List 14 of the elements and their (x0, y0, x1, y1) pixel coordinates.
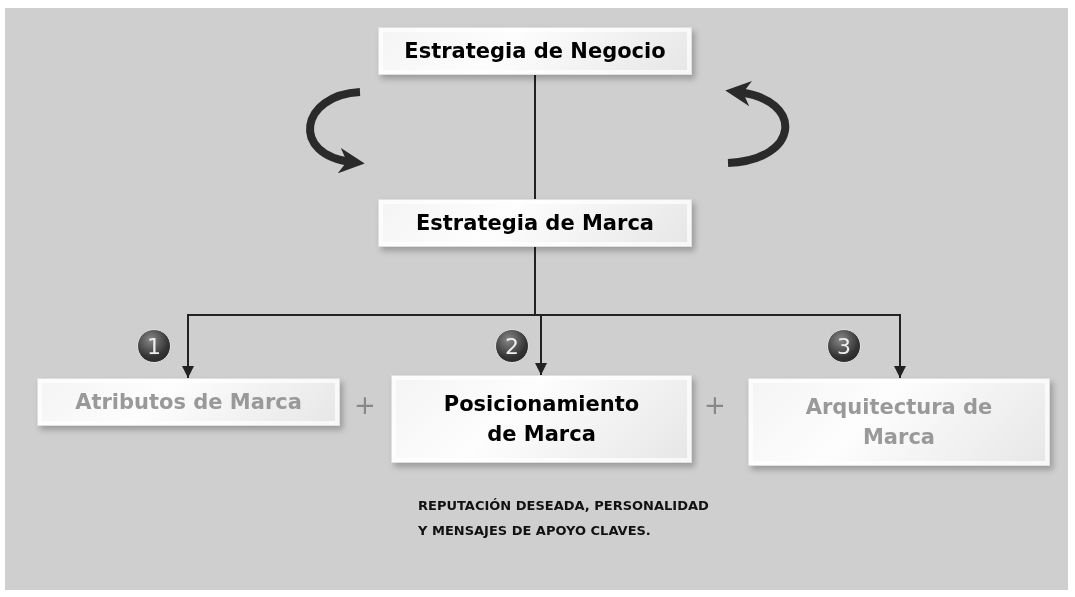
plus-sign: + (703, 390, 727, 420)
process-box (391, 375, 692, 463)
box-label: Estrategia de Negocio (404, 38, 666, 65)
box-label: Posicionamiento de Marca (442, 391, 641, 448)
connector-line (534, 74, 536, 200)
process-box (378, 199, 692, 247)
note-text: REPUTACIÓN DESEADA, PERSONALIDAD Y MENSAJES DE APOYO CLAVES. (418, 497, 710, 540)
process-box (378, 27, 692, 75)
process-box (37, 378, 340, 426)
process-box (748, 378, 1050, 466)
box-label: Atributos de Marca (75, 389, 302, 416)
plus-sign: + (353, 390, 377, 420)
box-label: Arquitectura de Marca (804, 394, 994, 451)
box-label: Estrategia de Marca (415, 210, 654, 237)
